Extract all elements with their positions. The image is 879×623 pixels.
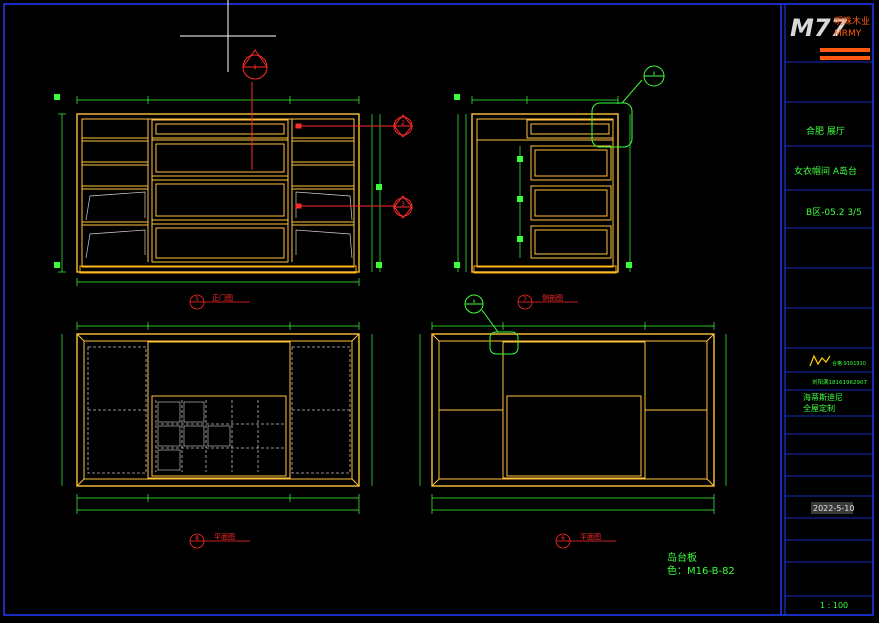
drawing-scale: 1 : 100 [820,601,848,610]
view-caption-symbols [189,294,616,549]
marker-section-2: 2 [401,120,405,127]
plan-grid-pattern [157,401,231,471]
logo-accent-bar [820,48,870,52]
drawing-border [3,3,874,616]
logo-accent-bar-2 [820,56,870,60]
view-title-back: 平面图 [580,533,601,541]
side-section [471,113,619,274]
designer-signature [809,354,831,367]
view-title-front: 正门图 [212,293,233,302]
view-title-plan: 平面图 [214,533,235,541]
title-block-rules [785,61,873,597]
date-highlight [811,502,853,514]
front-annotations [242,49,413,219]
designer-contact: 刘阳满18161962907 [812,378,867,386]
view-number-back: 6 [561,535,565,542]
company-name-cn: 明珠木业 [834,15,870,27]
plan-right-detail-callout [464,294,519,355]
view-number-plan: 8 [195,535,199,542]
sheet-number: B区-05.2 3/5 [806,207,862,218]
dealer-name-line1: 海蒂斯迪尼 [803,392,843,402]
plan-view-left [76,333,360,487]
plan-hidden-lines [87,346,351,474]
marker-detail-8: 8 [653,71,656,76]
project-name: 合肥 展厅 [806,125,845,137]
drawing-date: 2022-5-10 [813,504,854,513]
plan-view-right [431,333,715,487]
view-number-front: 5 [195,296,199,303]
signature-note: 合格:9161910 [832,360,866,367]
dealer-name-line2: 全屋定制 [803,403,835,413]
drawing-name: 女衣帽间 A岛台 [794,165,857,177]
front-elevation [76,113,360,274]
side-dimensions [454,94,632,272]
material-note-line2: 色：M16-B-82 [667,564,735,577]
side-detail-callout [591,65,665,148]
front-dimensions [54,94,382,286]
marker-detail-9: 9 [473,299,476,304]
plan-right-dimensions [419,322,727,514]
cursor-crosshair [180,0,276,72]
view-title-side: 侧剖图 [542,293,563,302]
material-note-line1: 岛台板 [667,551,697,564]
plan-dimensions [61,322,373,514]
company-logo-mark: M77 [790,14,848,42]
company-name-en: MRMY [834,29,862,39]
marker-section-1: 1 [253,64,257,71]
view-number-side: 7 [523,296,527,303]
marker-section-3: 3 [401,201,405,208]
